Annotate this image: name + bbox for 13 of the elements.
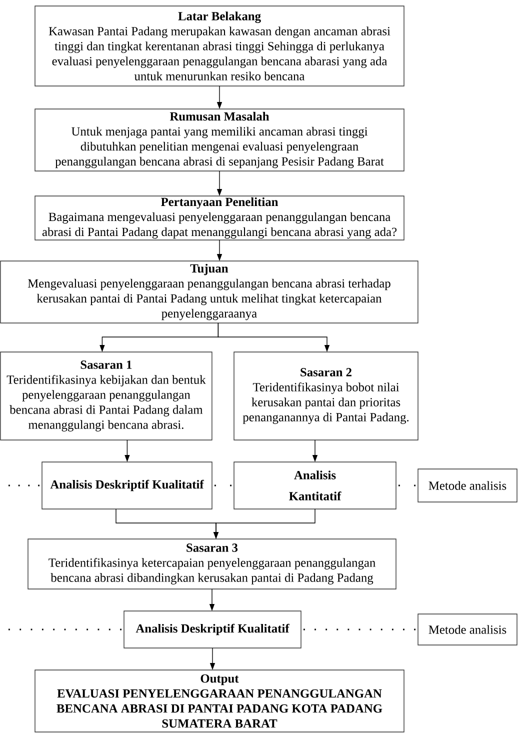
- label-box: Metode analisis: [418, 468, 518, 502]
- process-box: Sasaran 2 Teridentifikasinya bobot nilai kerusakan pantai dan prioritas penanganannya di Pantai Padang.: [234, 352, 418, 440]
- process-box: Pertanyaan Penelitian Bagaimana mengevaluasi penyelenggaraan penanggulangan bencana abrasi di Pantai Padang dapat menanggulangi bencana abrasi yang ada?: [34, 196, 404, 240]
- process-box: Rumusan Masalah Untuk menjaga pantai yang memiliki ancaman abrasi tinggi dibutuhkan penelitian mengenai evaluasi penyelengraan penanggulangan bencana abrasi di sepanjang Pesisir Padang Barat: [34, 108, 404, 172]
- process-box: Analisis Kantitatif: [234, 462, 396, 510]
- process-box: Tujuan Mengevaluasi penyelenggaraan penanggulangan bencana abrasi terhadap kerusakan pantai di Pantai Padang untuk melihat tingkat ketercapaian penyelenggaraanya: [0, 260, 418, 324]
- process-box: Output EVALUASI PENYELENGGARAAN PENANGGULANGAN BENCANA ABRASI DI PANTAI PADANG KOTA PADANG SUMATERA BARAT: [34, 670, 404, 732]
- process-box: Analisis Deskriptif Kualitatif: [42, 462, 212, 510]
- process-box: Latar Belakang Kawasan Pantai Padang merupakan kawasan dengan ancaman abrasi tinggi dan tingkat kerentanan abrasi tinggi Sehingga di perlukanya evaluasi penyelenggaraan penaggulangan bencana abarasi yang ada untuk menurunkan resiko bencana: [34, 6, 404, 86]
- process-box: Sasaran 3 Teridentifikasinya ketercapaian penyelenggaraan penanggulangan bencana abrasi dibandingkan kerusakan pantai di Padang Padang: [28, 538, 396, 590]
- process-box: Analisis Deskriptif Kualitatif: [124, 610, 302, 648]
- process-box: Sasaran 1 Teridentifikasinya kebijakan dan bentuk penyelenggaraan penanggulangan bencana abrasi di Pantai Padang dalam menanggulangi bencana abrasi.: [0, 352, 212, 440]
- label-box: Metode analisis: [418, 614, 518, 646]
